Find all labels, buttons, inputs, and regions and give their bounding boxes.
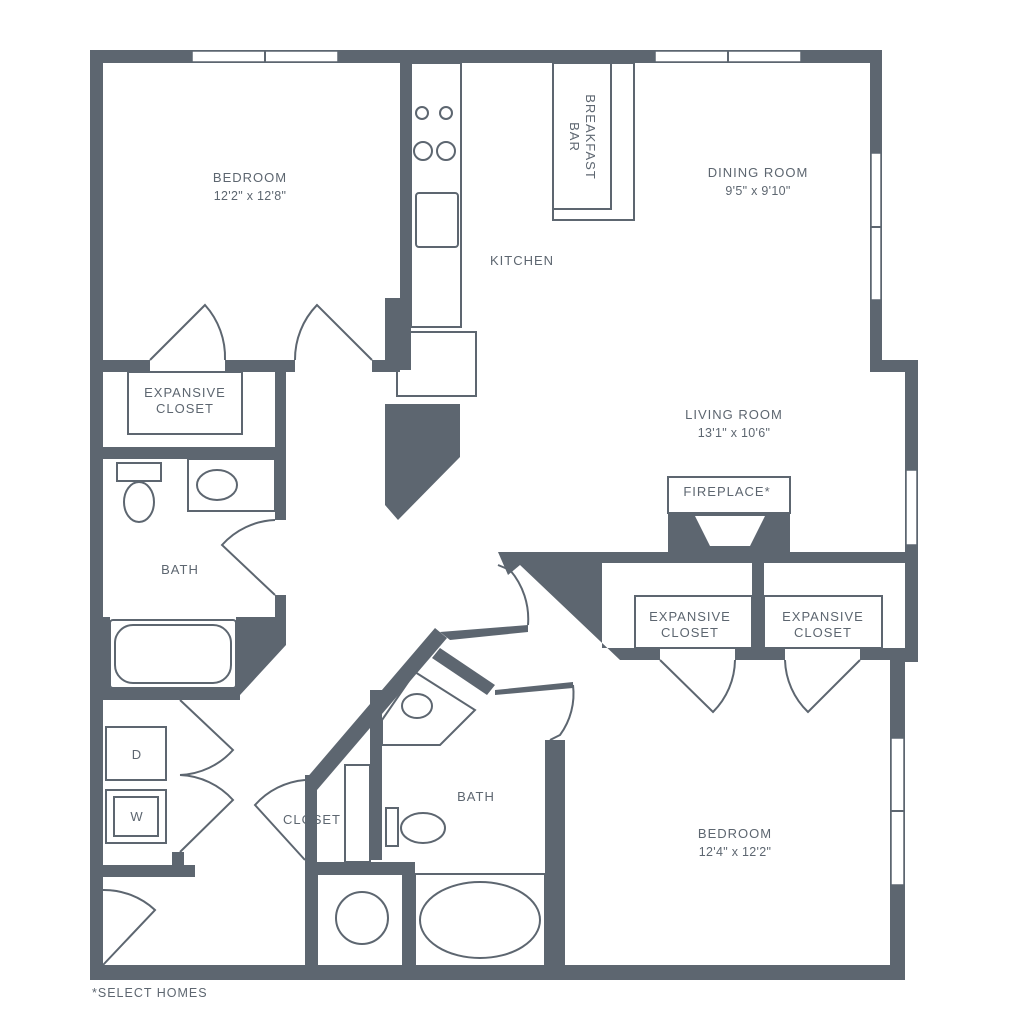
bedroom1-name: BEDROOM [213,170,287,185]
closet2-label-2: CLOSET [661,625,719,640]
dryer-label: D [132,747,142,762]
footnote: *SELECT HOMES [92,986,208,1000]
labels: BEDROOM 12'2" x 12'8" BREAKFAST BAR DINI… [92,94,864,1000]
windows [191,50,918,886]
bath2-name: BATH [457,789,495,804]
closet1-label-1: EXPANSIVE [144,385,226,400]
dining-size: 9'5" x 9'10" [725,184,790,198]
living-size: 13'1" x 10'6" [698,426,770,440]
closet3-label-1: EXPANSIVE [782,609,864,624]
closet3-label-2: CLOSET [794,625,852,640]
breakfast-bar-label-2: BAR [567,122,582,152]
bath1-name: BATH [161,562,199,577]
washer-label: W [130,809,143,824]
bedroom2-size: 12'4" x 12'2" [699,845,771,859]
closet4-label: CLOSET [283,812,341,827]
kitchen-name: KITCHEN [490,253,554,268]
bedroom1-size: 12'2" x 12'8" [214,189,286,203]
closet2-label-1: EXPANSIVE [649,609,731,624]
bedroom2-name: BEDROOM [698,826,772,841]
fireplace-label: FIREPLACE* [683,484,770,499]
living-name: LIVING ROOM [685,407,783,422]
dining-name: DINING ROOM [708,165,809,180]
breakfast-bar-label-1: BREAKFAST [583,94,598,180]
fixtures [102,62,883,967]
closet1-label-2: CLOSET [156,401,214,416]
